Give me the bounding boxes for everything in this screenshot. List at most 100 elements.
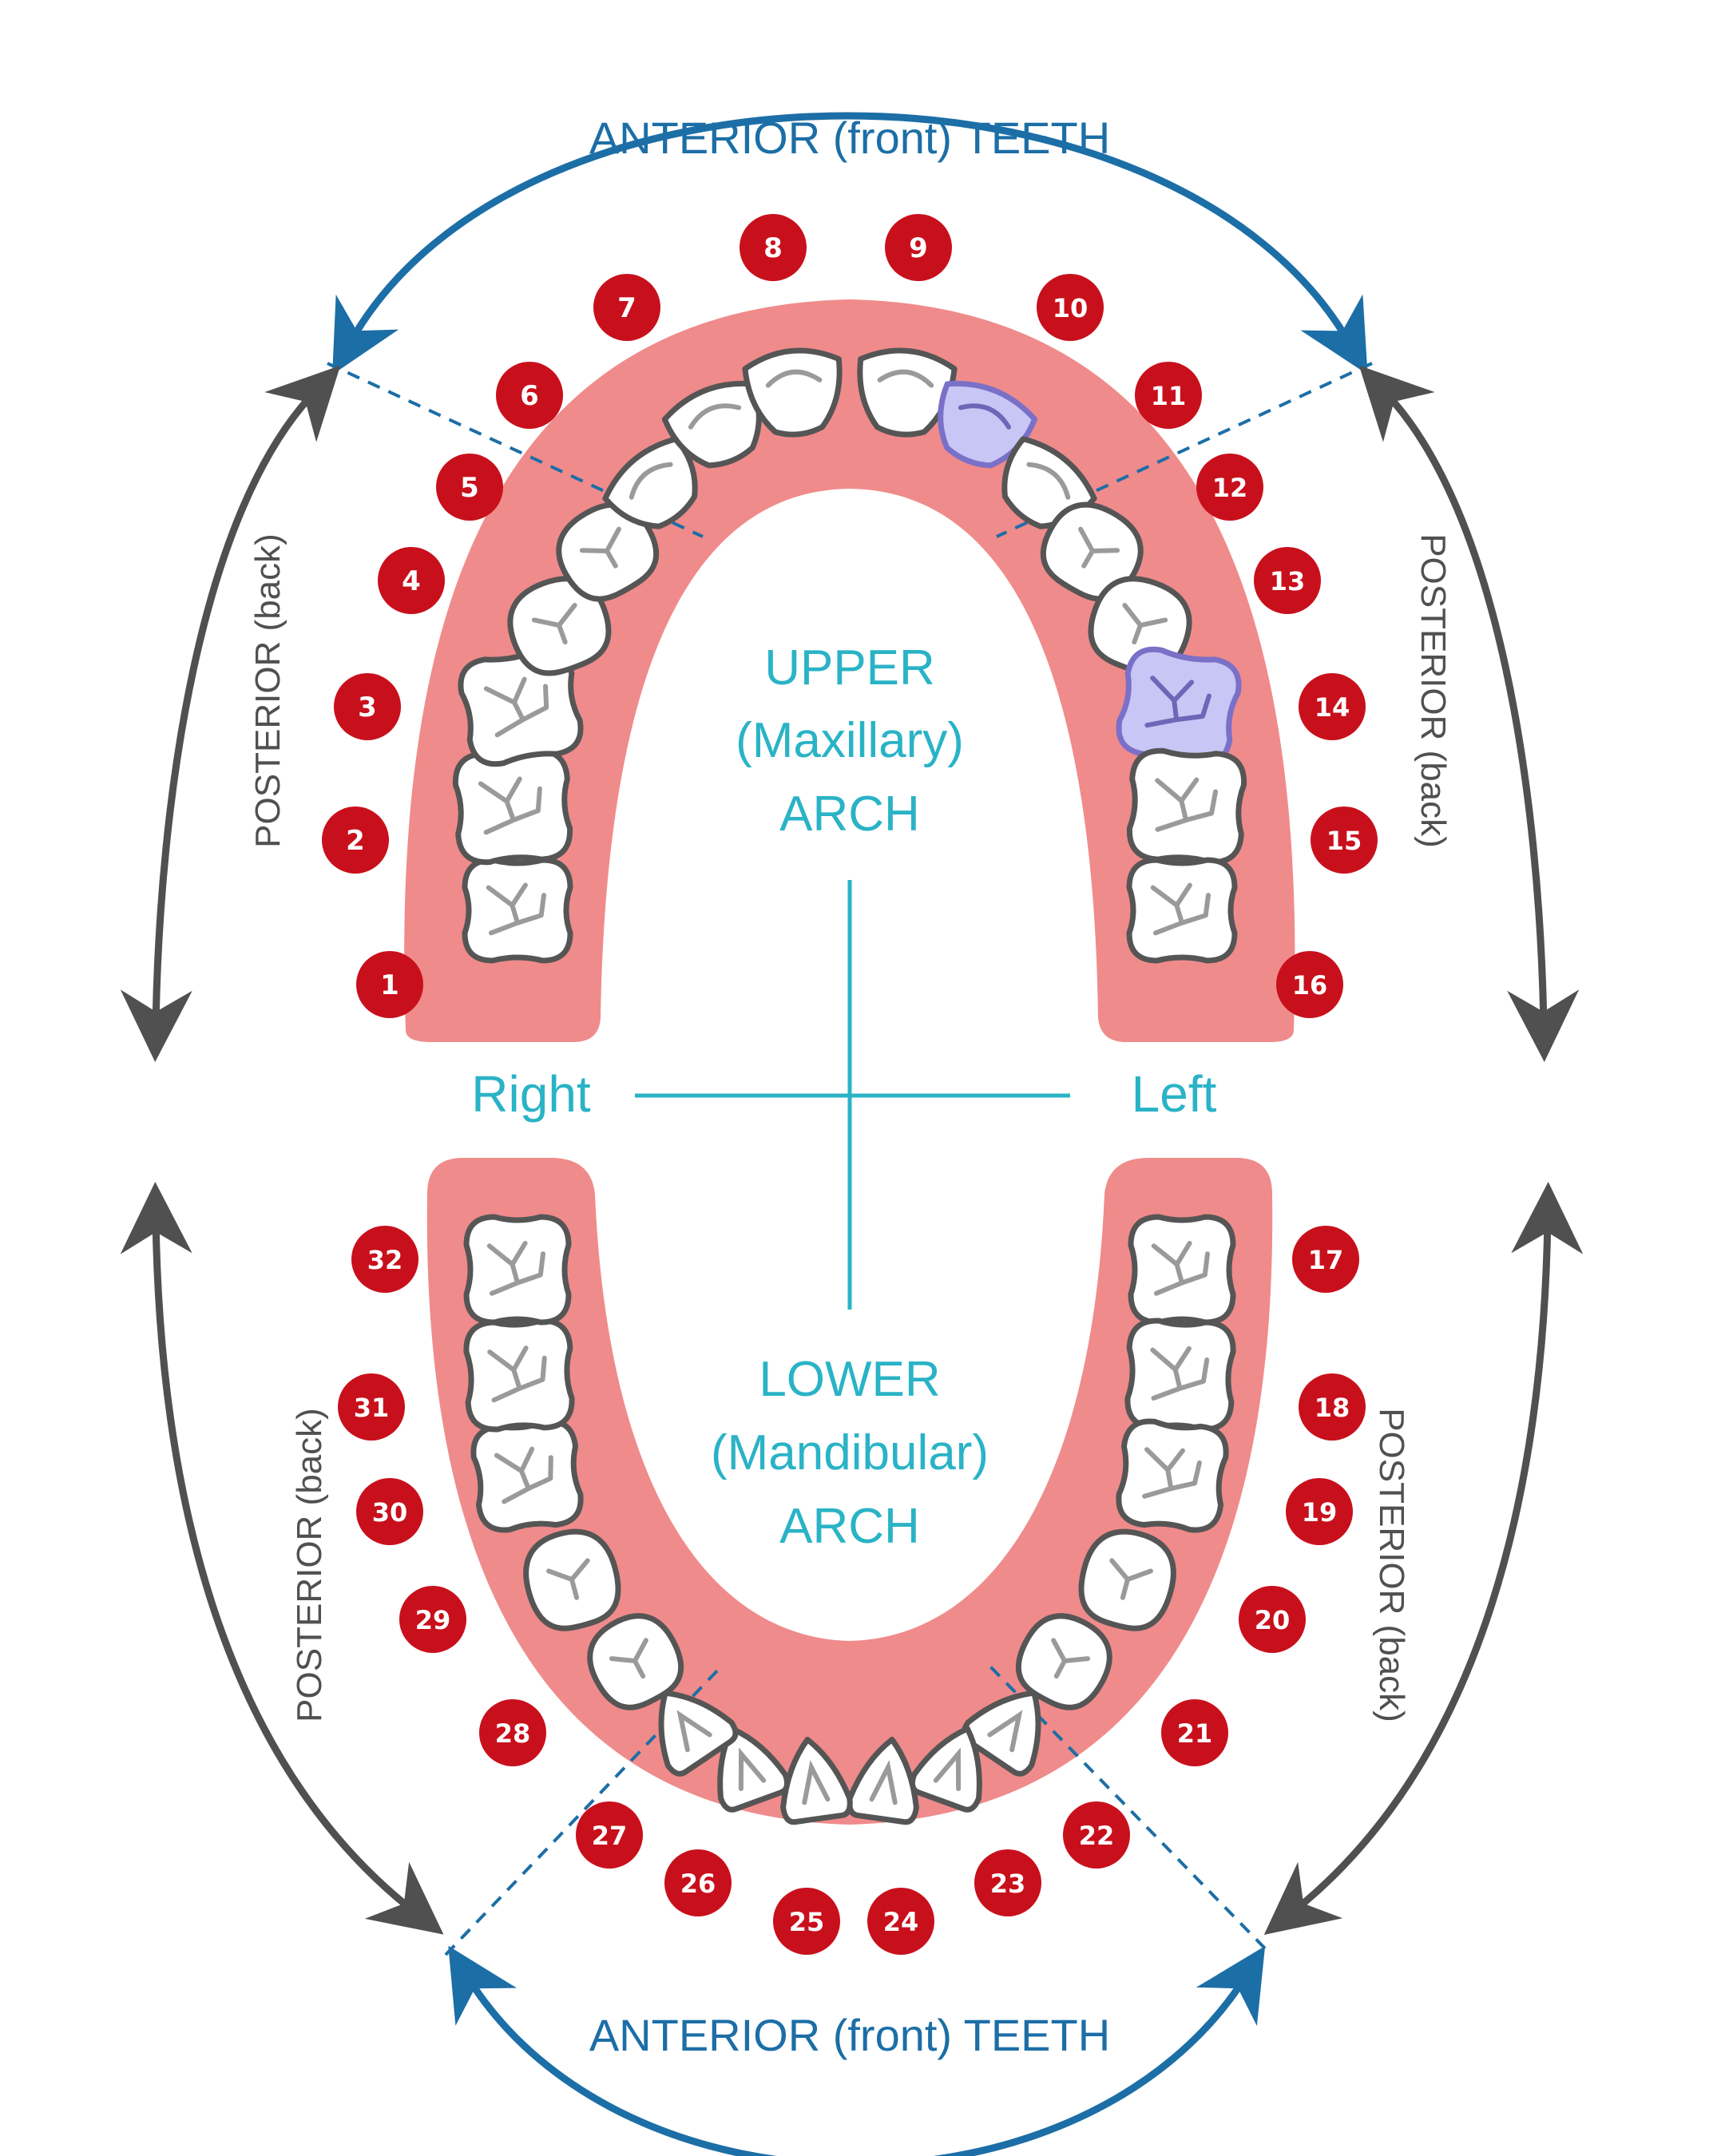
tooth-number-circle-7 xyxy=(593,274,660,341)
tooth-number-circle-21 xyxy=(1161,1699,1228,1766)
tooth-number-21: 21 xyxy=(1177,1718,1213,1749)
tooth-11-groove xyxy=(1026,462,1071,500)
tooth-32 xyxy=(463,1214,572,1326)
tooth-16 xyxy=(1126,857,1238,964)
tooth-number-badge-21: 21 xyxy=(1161,1699,1228,1766)
tooth-number-17: 17 xyxy=(1308,1245,1344,1275)
tooth-9-crown xyxy=(857,347,958,438)
tooth-13-groove xyxy=(1122,602,1168,645)
tooth-number-badge-18: 18 xyxy=(1299,1373,1366,1441)
tooth-number-9: 9 xyxy=(909,232,928,264)
tooth-22-groove xyxy=(987,1710,1023,1753)
tooth-number-28: 28 xyxy=(495,1718,531,1749)
upper-arch-label-line1: UPPER xyxy=(764,640,935,696)
tooth-9-groove xyxy=(877,369,934,388)
tooth-number-19: 19 xyxy=(1302,1497,1338,1528)
tooth-number-2: 2 xyxy=(346,825,365,857)
lower-arch-label-line2: (Mandibular) xyxy=(711,1425,989,1480)
anterior-bottom-arrow xyxy=(448,1945,1266,2156)
tooth-11 xyxy=(1001,436,1097,529)
tooth-21-groove xyxy=(1051,1638,1091,1679)
tooth-number-circle-18 xyxy=(1299,1373,1366,1441)
tooth-23-groove xyxy=(933,1747,962,1791)
tooth-9 xyxy=(857,347,958,438)
tooth-7-crown xyxy=(661,380,762,469)
tooth-32-groove xyxy=(486,1241,545,1296)
tooth-number-badge-9: 9 xyxy=(885,214,952,281)
tooth-number-26: 26 xyxy=(680,1869,716,1899)
tooth-number-badge-11: 11 xyxy=(1135,362,1202,429)
tooth-number-badge-27: 27 xyxy=(576,1801,643,1869)
tooth-14 xyxy=(1116,646,1242,767)
tooth-number-4: 4 xyxy=(402,565,421,597)
tooth-23 xyxy=(909,1726,982,1813)
tooth-number-27: 27 xyxy=(592,1821,628,1851)
anterior-top-label: ANTERIOR (front) TEETH xyxy=(589,113,1110,163)
tooth-15-groove xyxy=(1155,777,1219,832)
posterior-upper-right-arrow xyxy=(120,365,341,1062)
anterior-top-arrow xyxy=(332,112,1368,375)
tooth-number-badge-26: 26 xyxy=(664,1849,732,1916)
tooth-number-circle-26 xyxy=(664,1849,732,1916)
tooth-16-crown xyxy=(1126,857,1238,964)
tooth-number-badge-32: 32 xyxy=(351,1226,418,1293)
tooth-number-badge-28: 28 xyxy=(479,1699,546,1766)
tooth-10-groove xyxy=(958,403,1012,430)
tooth-27 xyxy=(658,1690,739,1777)
tooth-6-crown xyxy=(602,436,698,529)
tooth-number-badge-24: 24 xyxy=(867,1888,934,1955)
tooth-number-8: 8 xyxy=(763,232,783,264)
tooth-number-circle-23 xyxy=(974,1849,1041,1916)
tooth-number-circle-9 xyxy=(885,214,952,281)
tooth-4-groove xyxy=(531,602,577,645)
tooth-31-crown xyxy=(463,1318,575,1433)
tooth-24 xyxy=(847,1736,919,1825)
tooth-26-groove xyxy=(738,1747,767,1791)
tooth-number-circle-17 xyxy=(1292,1226,1359,1293)
tooth-15 xyxy=(1126,747,1247,866)
tooth-19-crown xyxy=(1116,1418,1229,1533)
tooth-12-groove xyxy=(1078,526,1120,569)
tooth-number-badge-16: 16 xyxy=(1276,951,1343,1018)
tooth-31-groove xyxy=(487,1346,547,1403)
tooth-number-1: 1 xyxy=(380,969,399,1001)
tooth-number-circle-15 xyxy=(1311,807,1378,874)
tooth-number-badge-22: 22 xyxy=(1063,1801,1130,1869)
lower-arch-label-line1: LOWER xyxy=(759,1352,940,1407)
tooth-number-22: 22 xyxy=(1079,1821,1115,1851)
tooth-16-groove xyxy=(1150,882,1211,936)
tooth-number-3: 3 xyxy=(358,692,377,723)
tooth-10-crown xyxy=(938,380,1038,469)
tooth-22 xyxy=(961,1690,1041,1777)
tooth-number-circle-11 xyxy=(1135,362,1202,429)
tooth-19-groove xyxy=(1142,1447,1202,1499)
tooth-number-circle-32 xyxy=(351,1226,418,1293)
tooth-18 xyxy=(1124,1318,1236,1433)
posterior-upper-right-label: POSTERIOR (back) xyxy=(248,533,288,848)
posterior-lower-right-label: POSTERIOR (back) xyxy=(290,1408,329,1722)
tooth-number-badge-17: 17 xyxy=(1292,1226,1359,1293)
tooth-number-31: 31 xyxy=(354,1393,390,1423)
tooth-number-badge-14: 14 xyxy=(1299,673,1366,740)
tooth-26 xyxy=(717,1726,791,1813)
tooth-number-badge-3: 3 xyxy=(334,673,401,740)
lower-arch-label-line3: ARCH xyxy=(779,1499,920,1554)
tooth-number-circle-4 xyxy=(378,547,445,614)
upper-arch-label-line2: (Maxillary) xyxy=(736,713,964,768)
tooth-number-15: 15 xyxy=(1326,826,1362,856)
tooth-number-32: 32 xyxy=(367,1245,403,1275)
tooth-17-groove xyxy=(1151,1241,1210,1296)
tooth-number-29: 29 xyxy=(415,1605,451,1635)
tooth-30-crown xyxy=(470,1418,584,1533)
tooth-number-circle-22 xyxy=(1063,1801,1130,1869)
tooth-number-badge-6: 6 xyxy=(496,362,563,429)
tooth-2-groove xyxy=(478,776,542,835)
tooth-number-7: 7 xyxy=(617,292,636,324)
tooth-15-crown xyxy=(1126,747,1247,866)
tooth-14-groove xyxy=(1144,676,1211,728)
tooth-number-11: 11 xyxy=(1151,381,1187,411)
tooth-number-badge-13: 13 xyxy=(1254,547,1321,614)
tooth-27-groove xyxy=(676,1710,712,1753)
tooth-20 xyxy=(1078,1528,1176,1631)
tooth-number-circle-13 xyxy=(1254,547,1321,614)
